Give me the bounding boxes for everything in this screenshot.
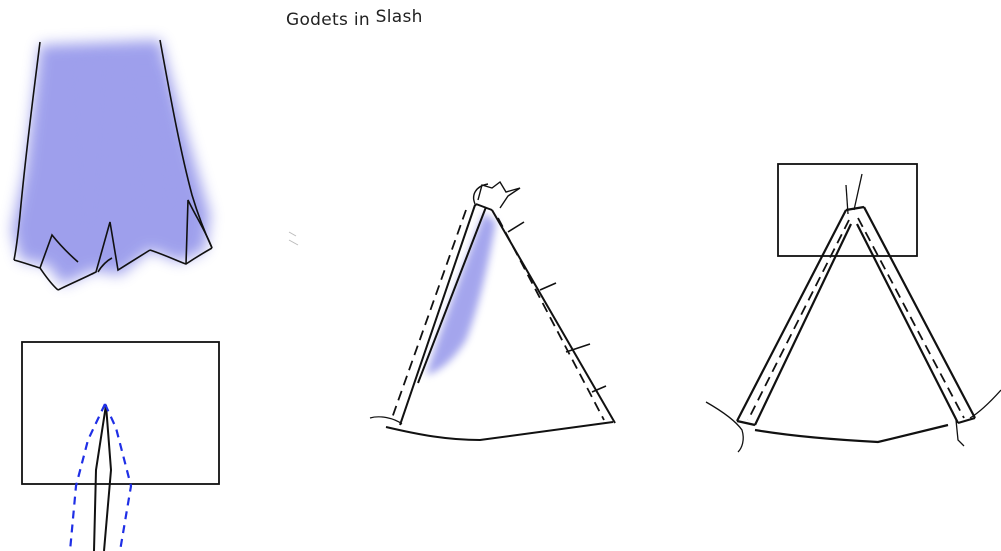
godet-outline xyxy=(386,204,615,440)
slash-lines xyxy=(94,405,111,551)
godet-hem-scribble xyxy=(370,417,402,424)
slashed-panel xyxy=(22,342,219,551)
seam-dashed-outline xyxy=(70,404,131,551)
godet-with-facing xyxy=(706,164,1001,452)
faint-pencil-marks xyxy=(289,232,298,245)
notch-marks xyxy=(508,222,606,392)
skirt-sketch xyxy=(12,40,212,290)
godet-marked xyxy=(370,182,615,440)
godet-tip-scribble xyxy=(474,182,520,208)
godet-dashed-seam xyxy=(392,210,604,420)
skirt-fabric-wash xyxy=(12,40,210,285)
panel-rectangle xyxy=(22,342,219,484)
